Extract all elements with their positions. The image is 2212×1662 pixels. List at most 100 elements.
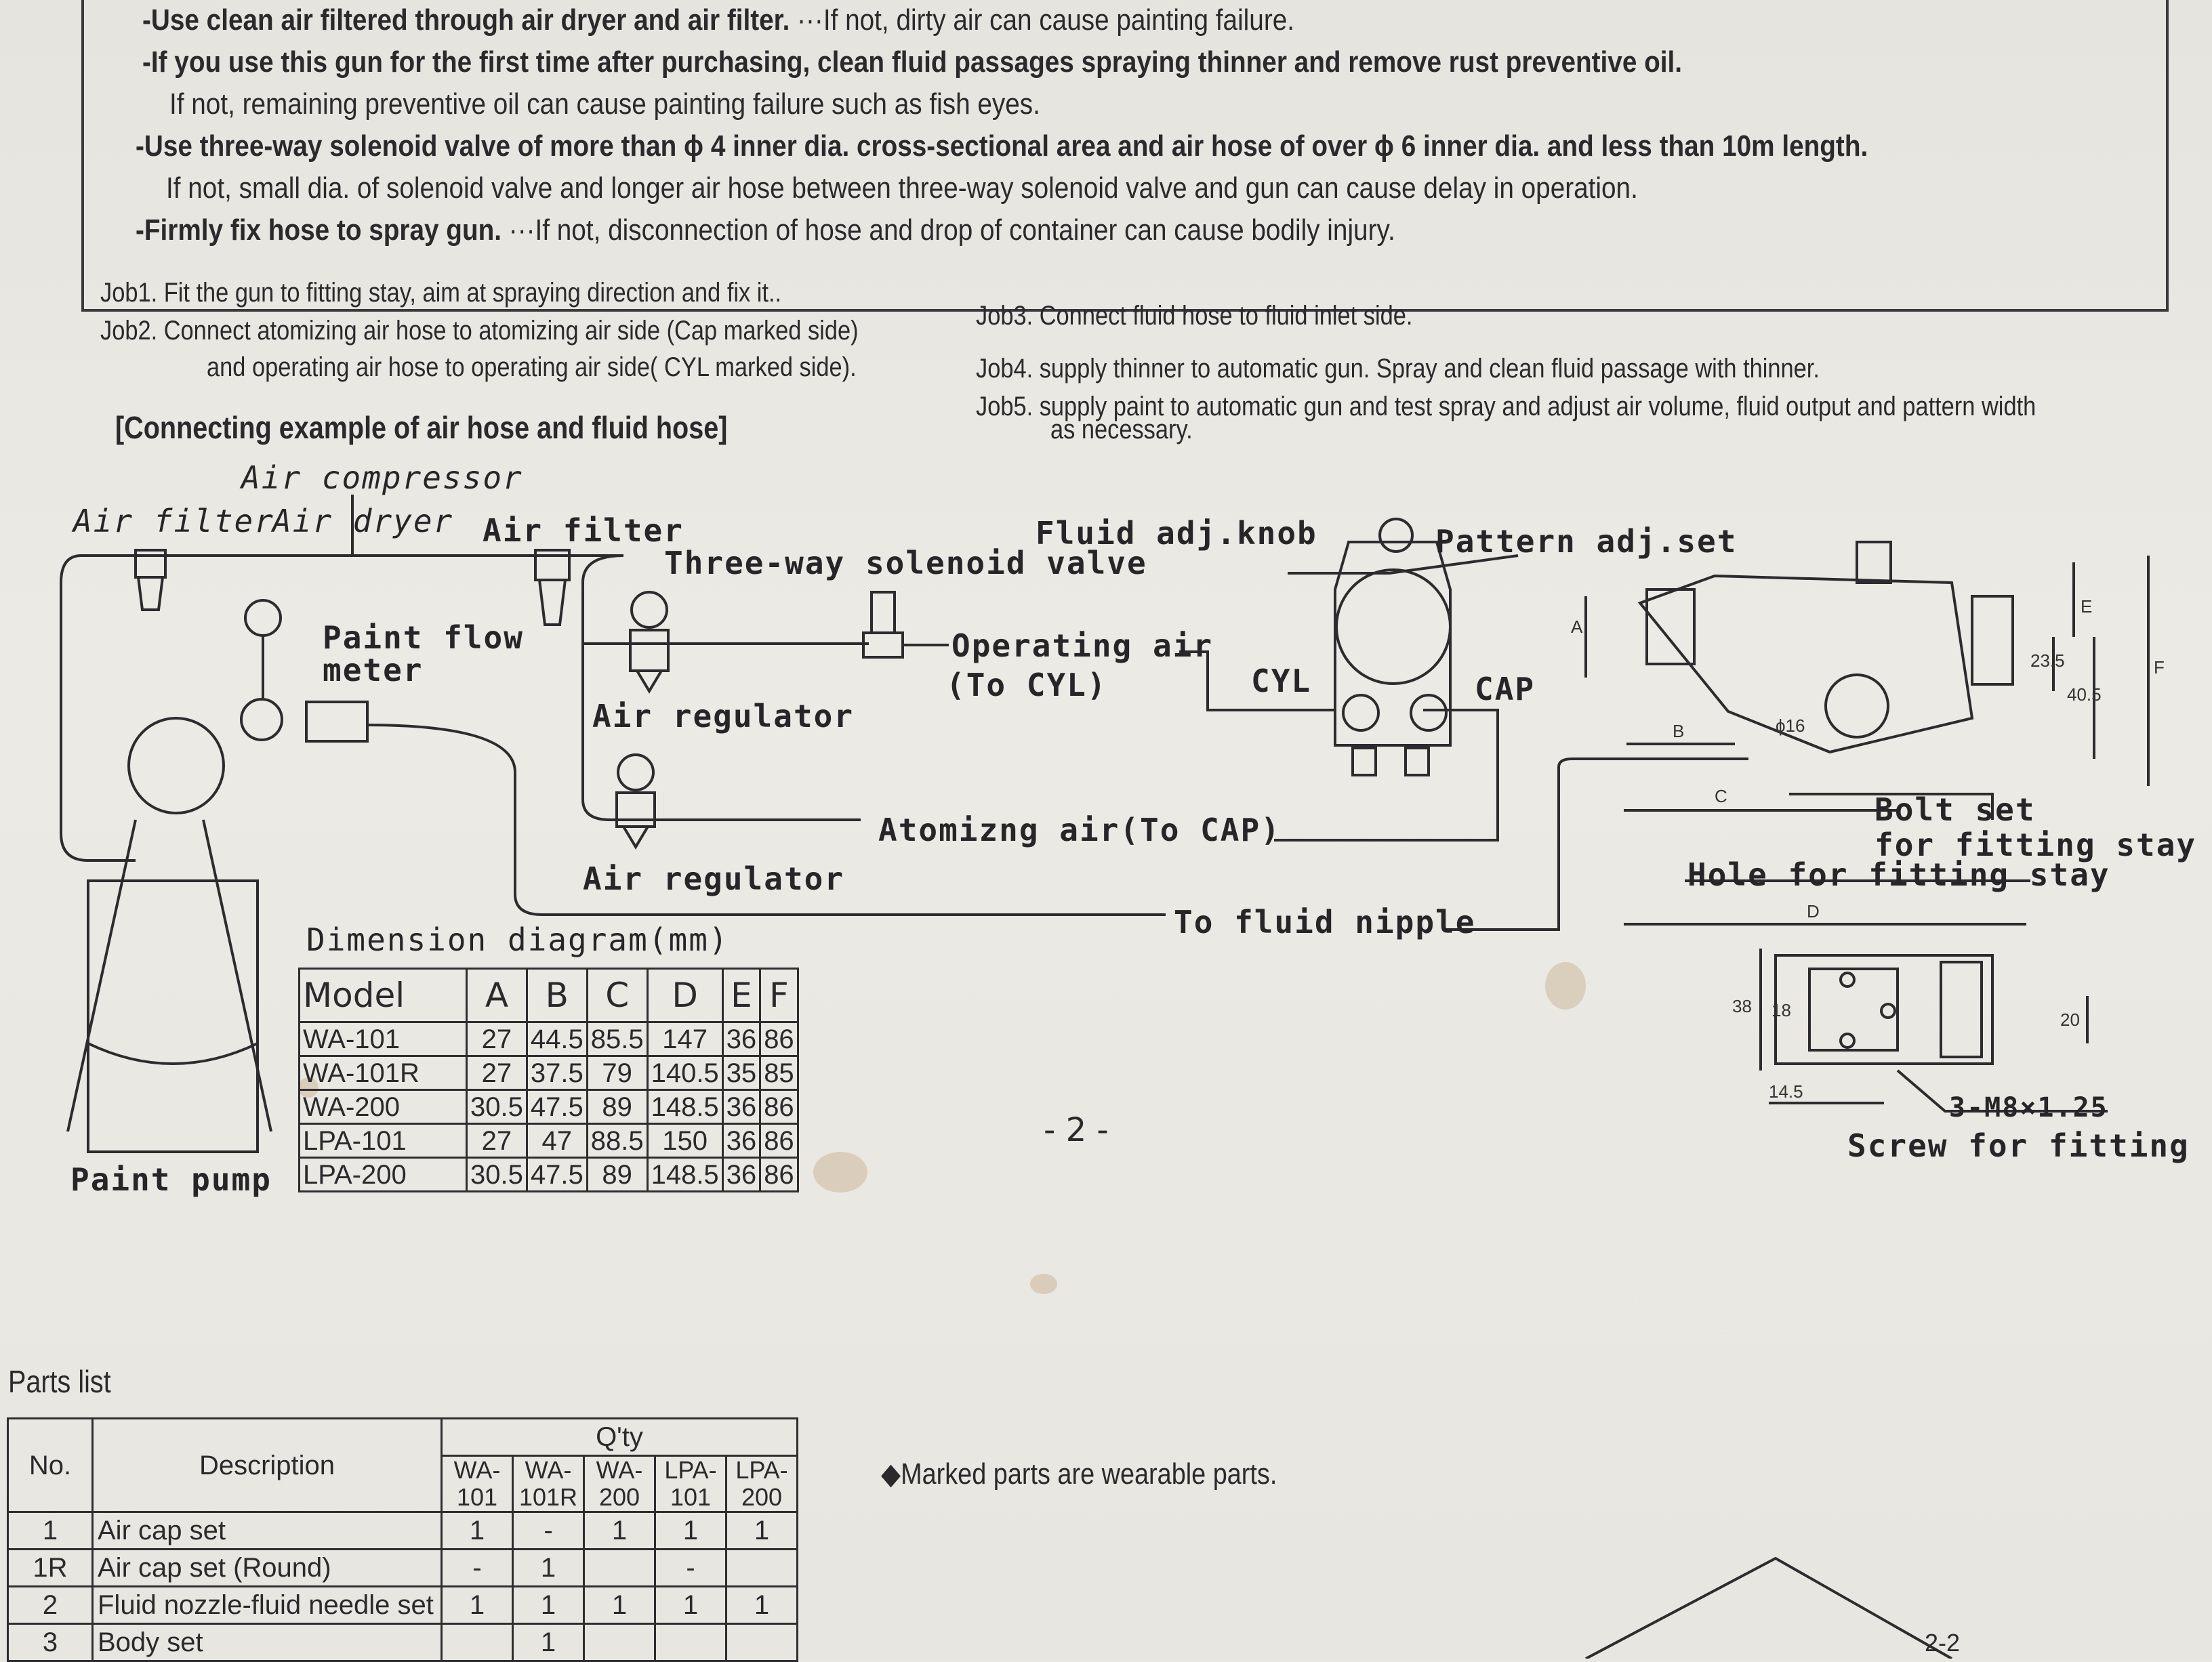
gun-front-body xyxy=(1334,541,1452,747)
label-air-compressor: Air compressor xyxy=(241,459,523,496)
model-number: 200 xyxy=(741,1483,783,1511)
table-row: WA-200 30.5 47.5 89 148.5 36 86 xyxy=(298,1089,799,1125)
part-qty: 1 xyxy=(512,1585,585,1625)
part-qty: 1 xyxy=(512,1623,585,1662)
label-cap: CAP xyxy=(1475,671,1536,707)
label-fluid-knob: Fluid adj.knob xyxy=(1036,515,1317,552)
part-qty: - xyxy=(441,1548,514,1587)
header-e: E xyxy=(721,968,762,1023)
label-operating-air-1: Operating air xyxy=(951,627,1214,664)
cell: 36 xyxy=(721,1089,762,1125)
model-number: 200 xyxy=(598,1483,640,1511)
gun-leg-2 xyxy=(1404,747,1430,776)
mount-hole-2 xyxy=(1839,1033,1856,1049)
table-row: 1 Air cap set 1 - 1 1 1 xyxy=(7,1511,798,1550)
cell: 47.5 xyxy=(525,1157,588,1192)
air-regulator-1-body xyxy=(629,629,670,672)
label-atomizing-air: Atomizng air(To CAP) xyxy=(878,812,1281,848)
dim-d: D xyxy=(1807,901,1820,921)
dim-b: B xyxy=(1673,721,1685,741)
paint-flow-meter-body xyxy=(240,698,283,741)
dimension-table: Model A B C D E F WA-101 27 44.5 85.5 14… xyxy=(298,968,799,1192)
label-paint-pump: Paint pump xyxy=(70,1161,272,1198)
cell: LPA-101 xyxy=(298,1123,468,1159)
caution-note: ···If not, dirty air can cause painting … xyxy=(797,3,1295,37)
paint-pump-leg-right xyxy=(202,819,272,1132)
part-no: 2 xyxy=(7,1585,94,1625)
part-no: 3 xyxy=(7,1623,94,1662)
part-qty: 1 xyxy=(654,1585,727,1625)
dim-40-5: 40.5 xyxy=(2067,684,2102,705)
paint-pump-motor xyxy=(127,717,225,814)
header-c: C xyxy=(586,968,649,1023)
caution-line-3: If not, remaining preventive oil can cau… xyxy=(169,87,1040,121)
model-col: WA-200 xyxy=(583,1455,656,1513)
mount-hole-3 xyxy=(1880,1003,1896,1019)
caution-text: -Use clean air filtered through air drye… xyxy=(142,3,790,37)
cell: WA-200 xyxy=(298,1089,468,1125)
gun-leg-1 xyxy=(1351,747,1377,776)
cell: 147 xyxy=(646,1021,724,1057)
cell: 89 xyxy=(586,1157,649,1192)
cell: 88.5 xyxy=(586,1123,649,1159)
cell: 150 xyxy=(646,1123,724,1159)
part-desc: Fluid nozzle-fluid needle set xyxy=(91,1585,443,1625)
part-qty: 1 xyxy=(654,1511,727,1550)
dimension-header-row: Model A B C D E F xyxy=(298,968,799,1023)
cell: 86 xyxy=(759,1089,799,1125)
parts-header-qty: Q'ty xyxy=(441,1417,798,1457)
cell: 47 xyxy=(525,1123,588,1159)
cell: 36 xyxy=(721,1021,762,1057)
operating-air-hose-a xyxy=(583,642,869,645)
caution-note: ···If not, disconnection of hose and dro… xyxy=(508,213,1395,247)
label-bolt-set-1: Bolt set xyxy=(1875,791,2036,828)
dimension-title: Dimension diagram(mm) xyxy=(306,921,729,958)
cell: 30.5 xyxy=(466,1157,528,1192)
part-qty: 1 xyxy=(583,1585,656,1625)
cell: 35 xyxy=(721,1055,762,1091)
job-5a: Job5. supply paint to automatic gun and … xyxy=(976,392,2036,421)
paint-pump-bucket xyxy=(87,879,259,1153)
air-filter-left-bowl xyxy=(137,577,164,611)
dim-20: 20 xyxy=(2060,1010,2080,1030)
air-regulator-1-knob xyxy=(636,669,663,694)
wearable-parts-note: ◆Marked parts are wearable parts. xyxy=(881,1457,1277,1491)
paint-pump-leg-left xyxy=(66,819,137,1132)
parts-header-row: No. Description Q'ty xyxy=(7,1417,798,1513)
part-qty xyxy=(583,1623,656,1662)
parts-title: Parts list xyxy=(8,1364,111,1399)
fluid-hose xyxy=(365,724,1166,916)
part-desc: Air cap set (Round) xyxy=(91,1548,443,1587)
label-air-regulator-1: Air regulator xyxy=(592,698,855,734)
label-three-way-valve: Three-way solenoid valve xyxy=(664,545,1147,581)
air-hose-left xyxy=(60,495,354,862)
dim-23-5: 23.5 xyxy=(2030,650,2065,671)
caution-line-2: -If you use this gun for the first time … xyxy=(142,45,1683,79)
header-b: B xyxy=(525,968,588,1023)
cell: 86 xyxy=(759,1123,799,1159)
cell: 37.5 xyxy=(525,1055,588,1091)
dim-f: F xyxy=(2154,657,2165,678)
cell: 140.5 xyxy=(646,1055,724,1091)
paper-stain xyxy=(1030,1274,1057,1294)
model-number: 101 xyxy=(456,1483,498,1511)
mount-block xyxy=(1774,954,1994,1065)
air-filter-right-bowl xyxy=(538,579,567,626)
cell: 79 xyxy=(586,1055,649,1091)
part-qty: - xyxy=(512,1511,585,1550)
paint-flow-meter-box xyxy=(305,701,369,743)
job-1: Job1. Fit the gun to fitting stay, aim a… xyxy=(100,278,782,308)
cell: 148.5 xyxy=(646,1089,724,1125)
caution-line-5: If not, small dia. of solenoid valve and… xyxy=(166,171,1638,205)
gun-cap-port xyxy=(1410,694,1448,732)
caution-line-6: -Firmly fix hose to spray gun. ···If not… xyxy=(136,210,1395,251)
label-air-regulator-2: Air regulator xyxy=(583,860,845,897)
job-4: Job4. supply thinner to automatic gun. S… xyxy=(976,354,1820,383)
paint-pump-bucket-edge xyxy=(87,1042,258,1065)
part-qty: - xyxy=(654,1548,727,1587)
dim-18: 18 xyxy=(1771,1000,1791,1020)
fluid-hose-to-nipple xyxy=(1443,757,1748,931)
cell: 36 xyxy=(721,1123,762,1159)
model-prefix: WA- xyxy=(525,1456,572,1484)
model-number: 101R xyxy=(518,1483,578,1511)
